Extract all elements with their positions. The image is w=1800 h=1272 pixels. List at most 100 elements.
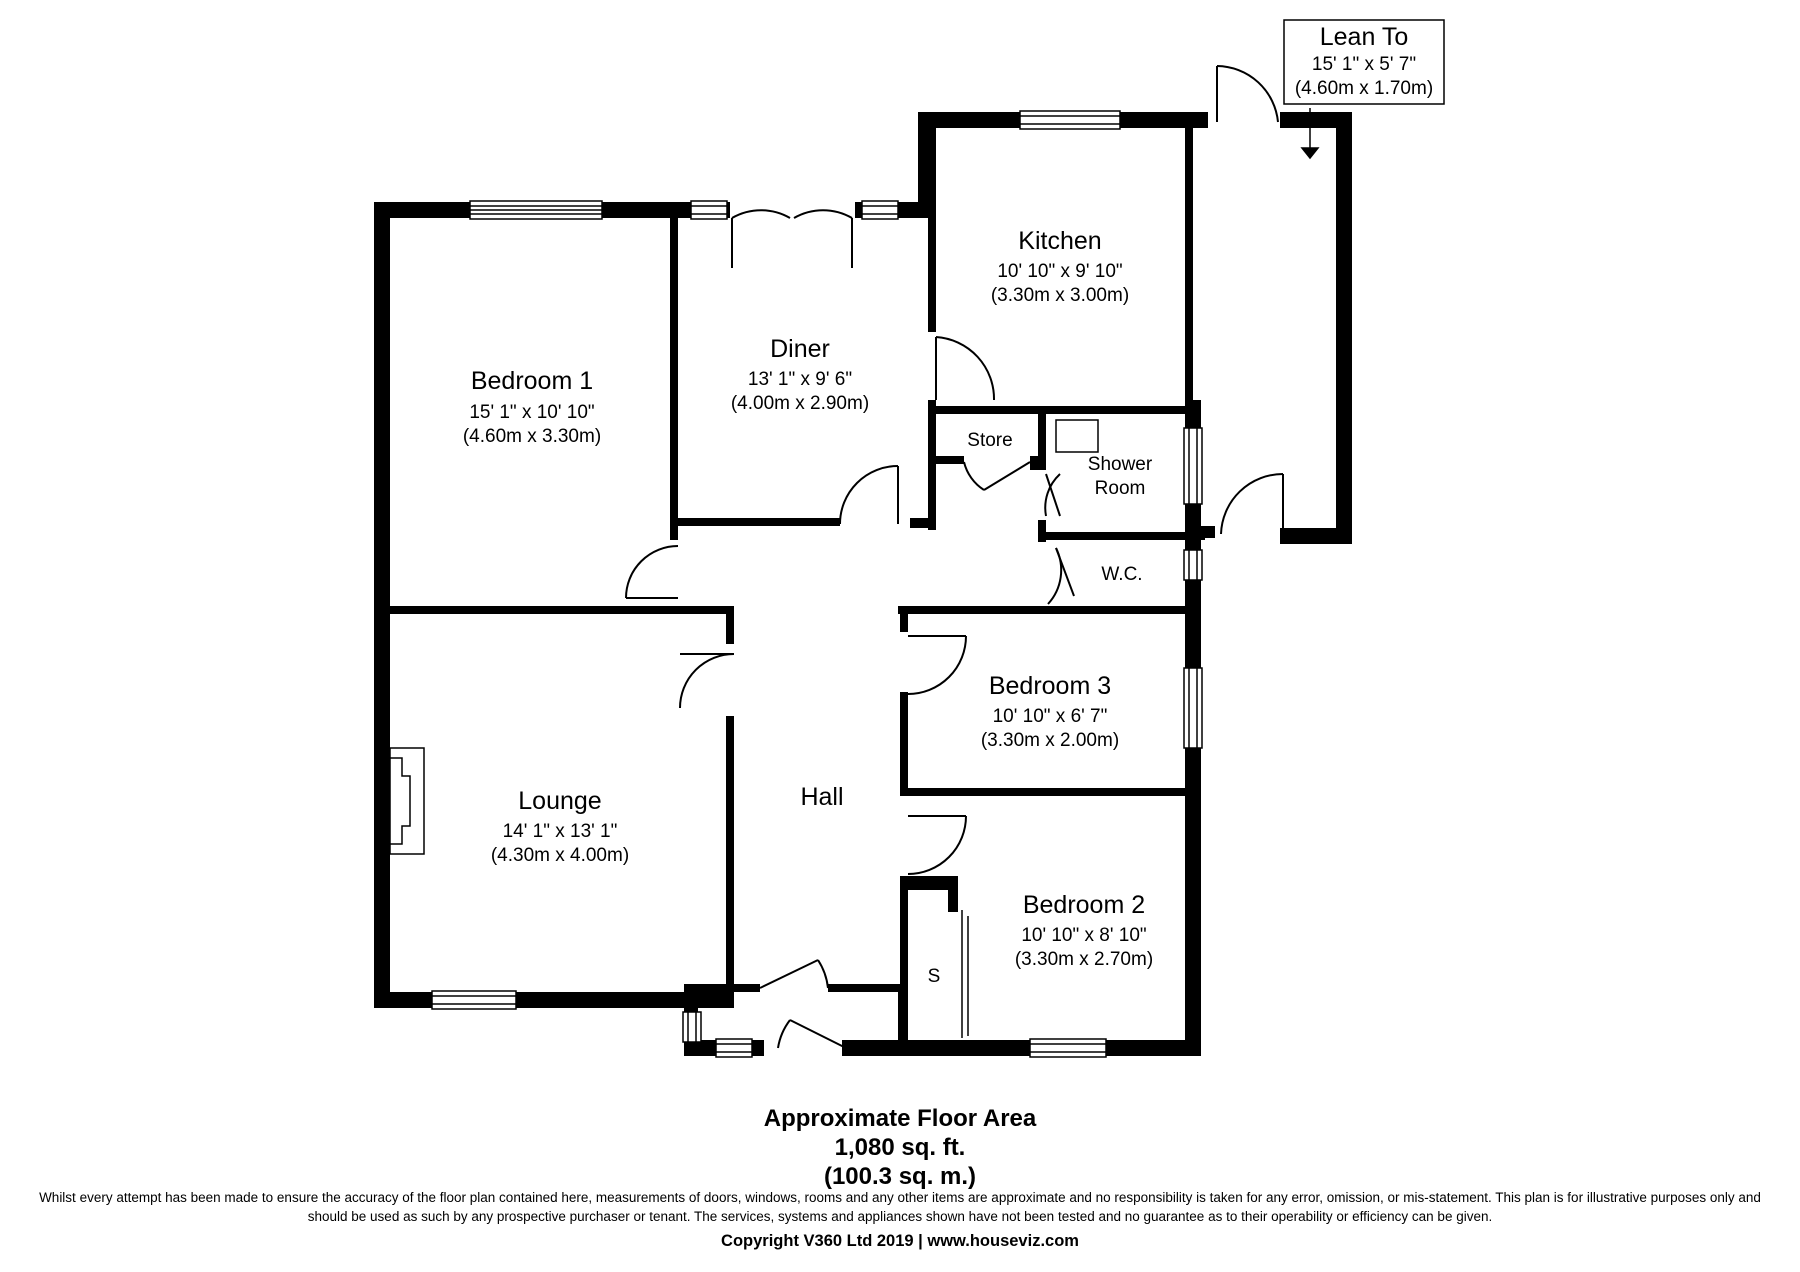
- wall-shower-left-lower: [1038, 520, 1046, 542]
- door-bedroom3: [907, 635, 967, 695]
- wall-diner-bottom-right: [910, 518, 936, 528]
- wall-kitchen-bottom: [928, 406, 1193, 414]
- door-bedroom1: [625, 545, 679, 599]
- room-name-storage: S: [928, 966, 941, 987]
- floor-area-sqm: (100.3 sq. m.): [823, 1163, 977, 1190]
- window-diner-right: [861, 200, 899, 220]
- room-labels: Bedroom 1 15' 1" x 10' 10" (4.60m x 3.30…: [463, 23, 1433, 987]
- room-dim-lean-to: 15' 1" x 5' 7": [1312, 54, 1416, 75]
- room-name-shower-line1: Shower: [1088, 454, 1153, 475]
- door-wc: [1047, 547, 1075, 605]
- wall-kitchen-left: [928, 112, 936, 332]
- door-leanto-inner: [1220, 473, 1284, 535]
- wall-bedroom1-diner: [670, 202, 678, 534]
- wall-leanto-bottom: [1280, 528, 1352, 544]
- wall-store-nub: [1030, 456, 1046, 470]
- room-name-shower-line2: Room: [1095, 478, 1146, 499]
- room-dim-metric-bedroom3: (3.30m x 2.00m): [981, 730, 1119, 751]
- room-dim-metric-bedroom1: (4.60m x 3.30m): [463, 426, 601, 447]
- wall-bedroom3-left-lower: [900, 692, 908, 796]
- door-shower: [1044, 473, 1061, 517]
- window-diner-left: [690, 200, 728, 220]
- room-dim-metric-diner: (4.00m x 2.90m): [731, 393, 869, 414]
- shower-tray: [1055, 419, 1099, 453]
- wall-leanto-top-left: [1185, 112, 1203, 128]
- wall-store-bottom: [928, 456, 964, 464]
- door-kitchen: [935, 336, 996, 401]
- window-wc: [1183, 549, 1203, 581]
- wall-bedroom3-bottom: [900, 788, 1200, 796]
- room-name-lounge: Lounge: [518, 787, 601, 815]
- window-bedroom1: [469, 200, 603, 220]
- wall-leanto-left-lower: [1185, 528, 1205, 540]
- wall-store-left: [928, 406, 936, 462]
- room-dim-metric-lean-to: (4.60m x 1.70m): [1295, 78, 1433, 99]
- wall-bedroom2-bottom: [842, 1040, 1200, 1056]
- walls: [374, 112, 1352, 1056]
- wall-bedroom1-diner-low: [670, 524, 678, 540]
- window-shower: [1183, 427, 1203, 505]
- wall-lounge-top: [374, 606, 734, 614]
- wall-bedroom3-top: [900, 606, 1200, 614]
- room-name-bedroom1: Bedroom 1: [471, 367, 593, 395]
- room-dim-metric-kitchen: (3.30m x 3.00m): [991, 285, 1129, 306]
- room-name-kitchen: Kitchen: [1018, 227, 1101, 255]
- room-name-wc: W.C.: [1101, 564, 1142, 585]
- window-porch-bottom: [715, 1038, 753, 1058]
- lean-to-label-box: [1283, 19, 1445, 105]
- windows: [431, 110, 1203, 1058]
- door-front: [777, 1019, 847, 1049]
- wall-outer-left: [374, 202, 390, 1008]
- wall-bedroom2-left: [900, 876, 908, 1056]
- room-name-diner: Diner: [770, 335, 830, 363]
- room-dim-lounge: 14' 1" x 13' 1": [503, 821, 618, 842]
- wall-lounge-bottom: [374, 992, 734, 1008]
- wall-shower-bottom: [1038, 532, 1193, 540]
- floor-area-sqft: 1,080 sq. ft.: [834, 1134, 966, 1161]
- door-porch-inner: [759, 959, 829, 989]
- wall-porch-top-left: [684, 984, 760, 992]
- wall-porch-right: [898, 984, 908, 1056]
- door-store: [963, 461, 1031, 491]
- room-dim-diner: 13' 1" x 9' 6": [748, 369, 852, 390]
- fireplace: [389, 747, 425, 855]
- wall-lounge-right: [726, 716, 734, 998]
- room-dim-bedroom1: 15' 1" x 10' 10": [469, 402, 594, 423]
- door-leanto-outer: [1216, 65, 1279, 123]
- room-dim-metric-bedroom2: (3.30m x 2.70m): [1015, 949, 1153, 970]
- room-name-bedroom2: Bedroom 2: [1023, 891, 1145, 919]
- room-dim-bedroom2: 10' 10" x 8' 10": [1021, 925, 1146, 946]
- window-bedroom2: [1029, 1038, 1107, 1058]
- wall-diner-right-lower: [928, 400, 936, 530]
- room-name-lean-to: Lean To: [1320, 23, 1409, 51]
- copyright-text: Copyright V360 Ltd 2019 | www.houseviz.c…: [721, 1232, 1079, 1250]
- disclaimer-text: Whilst every attempt has been made to en…: [39, 1190, 1761, 1224]
- window-bedroom3: [1183, 667, 1203, 749]
- room-name-bedroom3: Bedroom 3: [989, 672, 1111, 700]
- room-dim-metric-lounge: (4.30m x 4.00m): [491, 845, 629, 866]
- wall-leanto-top-right: [1280, 112, 1352, 128]
- room-dim-kitchen: 10' 10" x 9' 10": [997, 261, 1122, 282]
- wardrobe-doors: [961, 910, 969, 1038]
- fixtures: [389, 19, 1445, 1038]
- door-diner-french: [731, 209, 853, 268]
- door-lounge: [679, 653, 735, 709]
- room-name-hall: Hall: [800, 783, 843, 811]
- wall-kitchen-right: [1185, 112, 1193, 410]
- wall-diner-bottom: [670, 518, 840, 526]
- room-name-store: Store: [967, 430, 1012, 451]
- floor-area-title: Approximate Floor Area: [763, 1105, 1037, 1132]
- wall-bedroom2-storage-right: [948, 876, 958, 912]
- wall-bedroom3-left: [900, 606, 908, 632]
- doors: [625, 65, 1284, 1049]
- window-lounge: [431, 990, 517, 1010]
- door-diner-hall: [839, 465, 899, 525]
- wall-bedroom2-storage-top: [900, 876, 958, 890]
- wall-porch-top-right: [828, 984, 906, 992]
- wall-store-right: [1038, 414, 1046, 464]
- window-porch-left: [682, 1011, 702, 1043]
- lean-to-arrow-icon: [1300, 108, 1320, 160]
- wall-leanto-right: [1336, 112, 1352, 544]
- room-dim-bedroom3: 10' 10" x 6' 7": [993, 706, 1108, 727]
